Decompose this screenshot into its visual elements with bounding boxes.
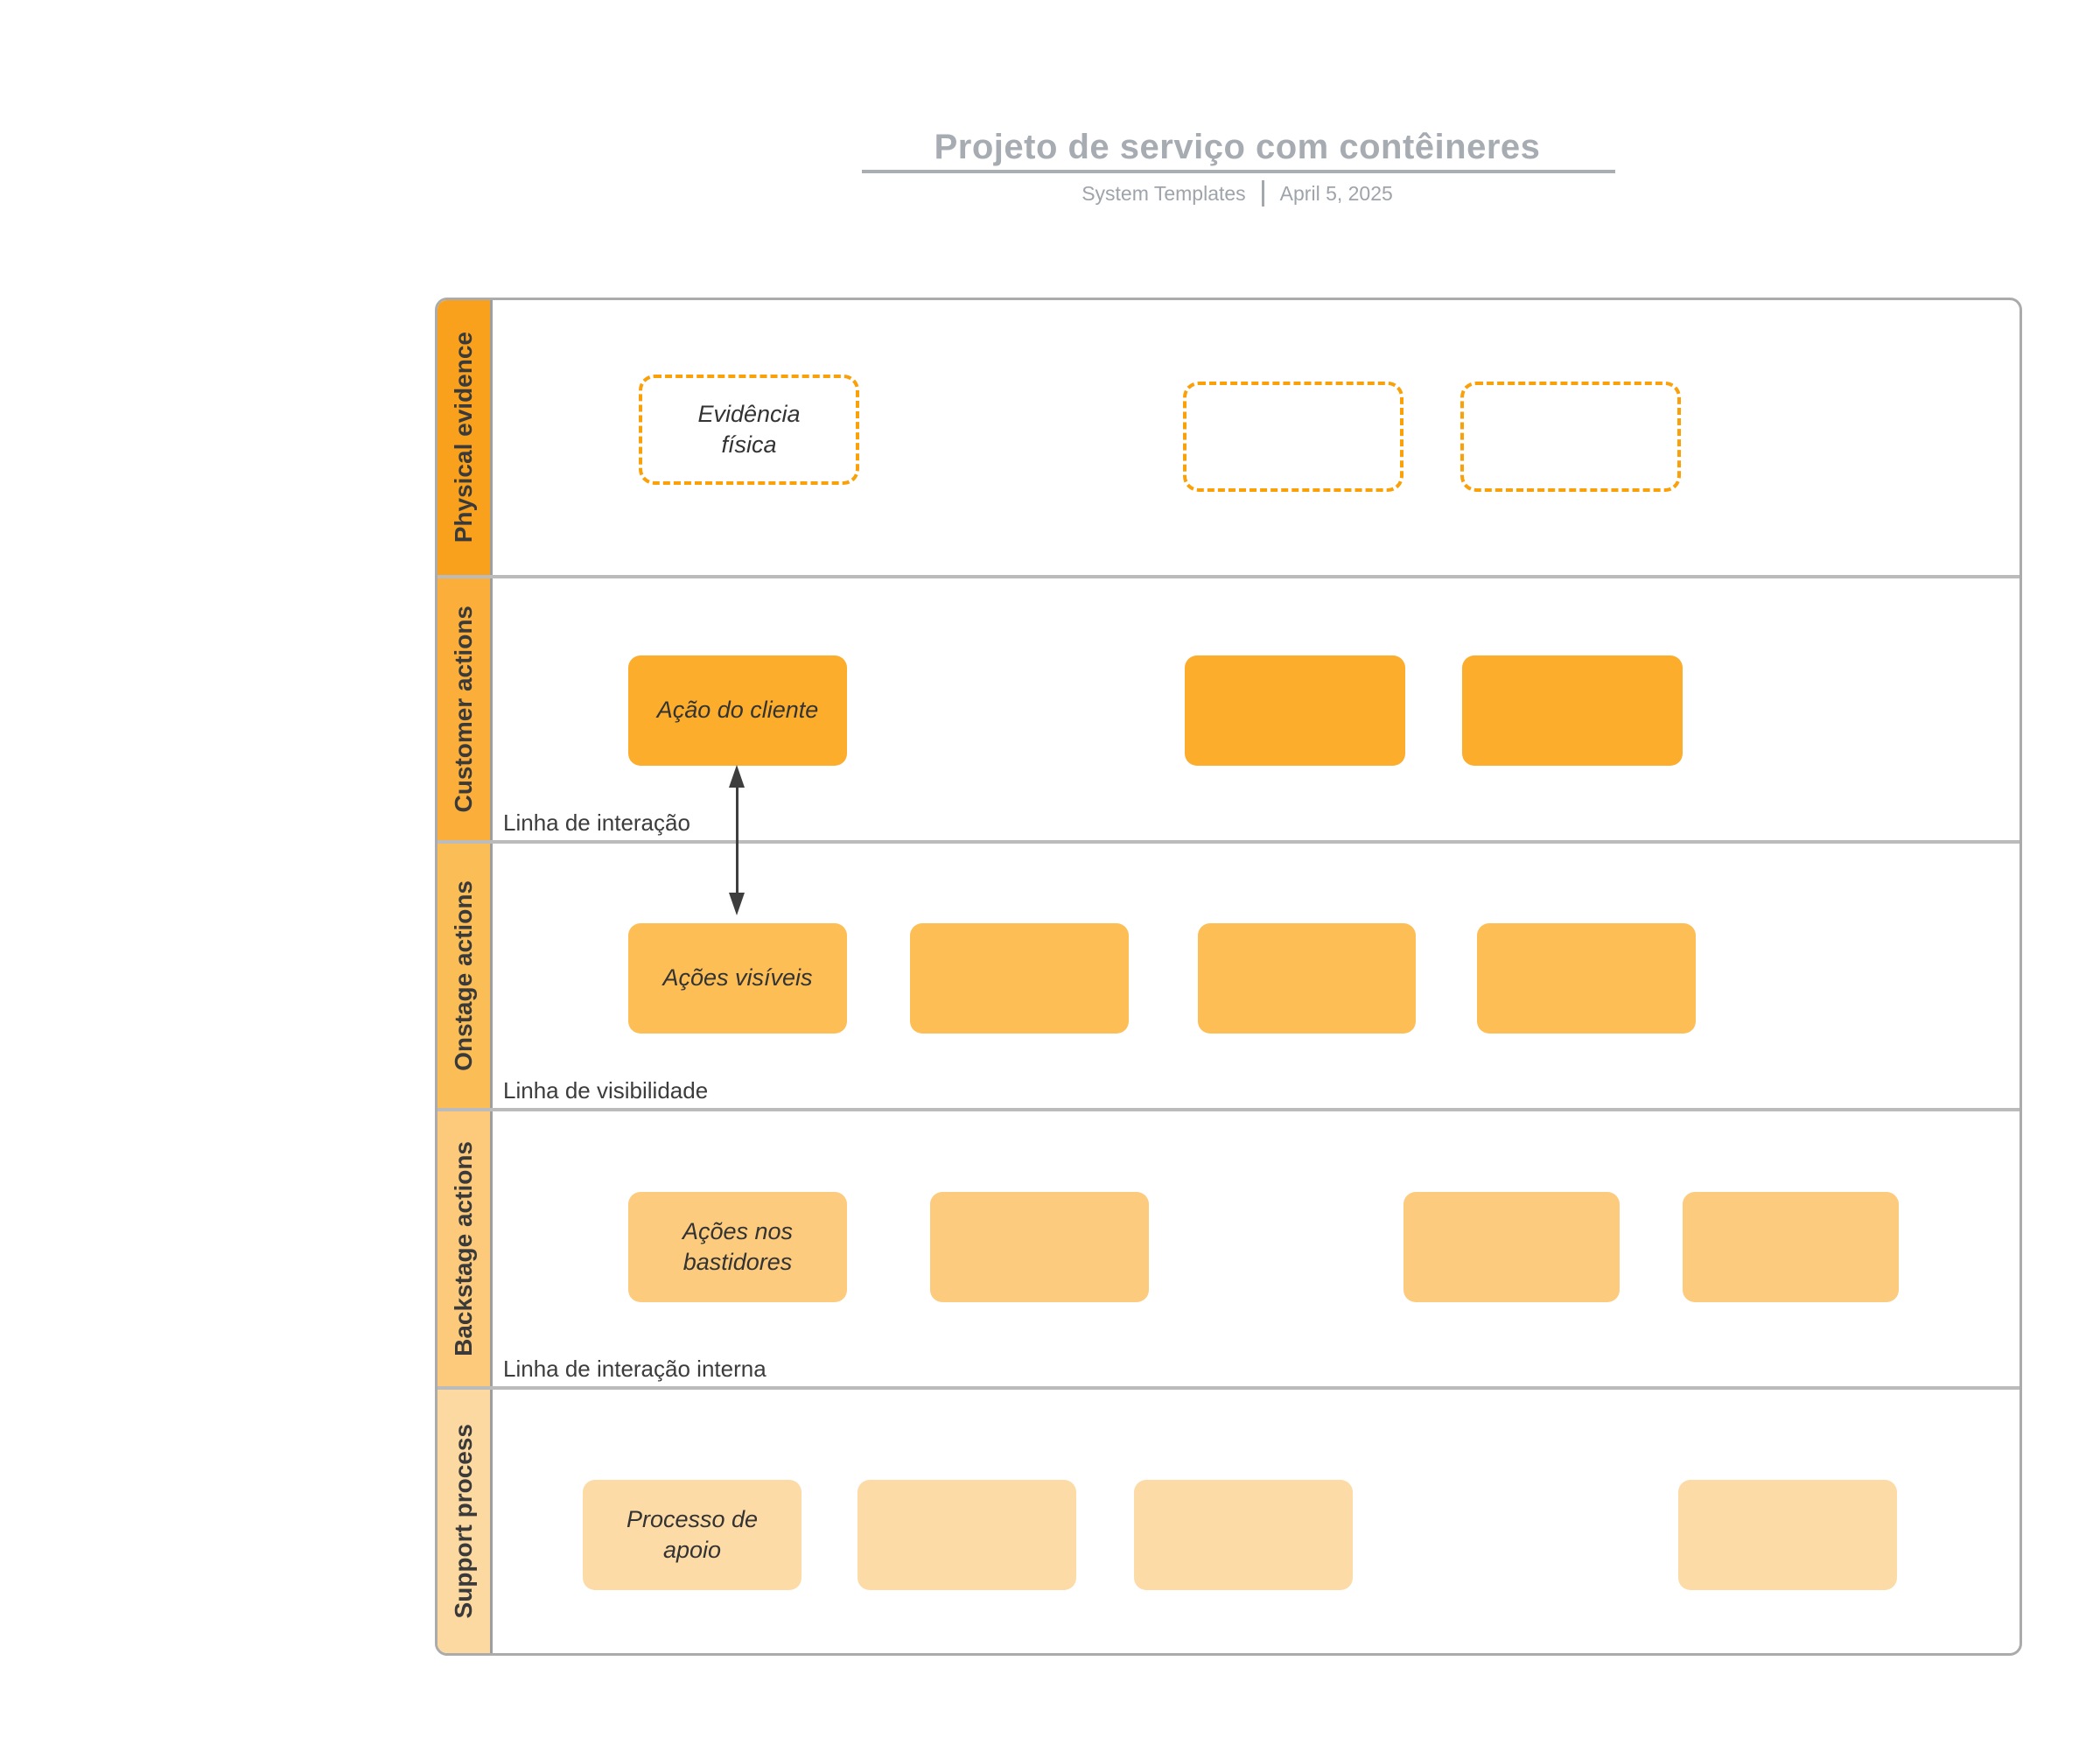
onstage-action-box-empty-3[interactable] — [1477, 923, 1696, 1034]
interaction-double-arrow[interactable] — [729, 765, 745, 915]
backstage-action-box-empty-1[interactable] — [930, 1192, 1149, 1302]
customer-action-box-empty-2[interactable] — [1462, 655, 1683, 766]
backstage-action-box[interactable]: Ações nos bastidores — [628, 1192, 847, 1302]
arrow-down-head-icon — [729, 893, 745, 915]
subtitle-date: April 5, 2025 — [1279, 181, 1393, 205]
row-label-customer-actions: Customer actions — [438, 578, 493, 840]
arrow-shaft — [735, 788, 738, 893]
line-of-visibility-label: Linha de visibilidade — [503, 1077, 709, 1104]
customer-action-box-empty-1[interactable] — [1185, 655, 1405, 766]
subtitle-separator — [1261, 180, 1264, 207]
subtitle-source: System Templates — [1082, 181, 1246, 205]
row-customer-actions: Customer actions Ação do cliente Linha d… — [438, 575, 2020, 840]
physical-evidence-box[interactable]: Evidência física — [639, 375, 859, 485]
support-process-box-empty-3[interactable] — [1678, 1480, 1897, 1590]
support-process-box-empty-2[interactable] — [1134, 1480, 1353, 1590]
page-title: Projeto de serviço com contêineres — [934, 128, 1541, 166]
title-underline — [862, 170, 1615, 173]
row-content-backstage-actions: Ações nos bastidores Linha de interação … — [493, 1111, 2020, 1386]
row-label-support-process: Support process — [438, 1390, 493, 1653]
physical-evidence-box-empty-1[interactable] — [1183, 382, 1404, 492]
support-process-box-empty-1[interactable] — [858, 1480, 1076, 1590]
backstage-action-box-empty-3[interactable] — [1683, 1192, 1899, 1302]
customer-action-box[interactable]: Ação do cliente — [628, 655, 847, 766]
arrow-up-head-icon — [729, 765, 745, 788]
line-of-interaction-label: Linha de interação — [503, 809, 690, 836]
row-content-support-process: Processo de apoio — [493, 1390, 2020, 1653]
row-onstage-actions: Onstage actions Ações visíveis Linha de … — [438, 840, 2020, 1108]
row-label-backstage-actions: Backstage actions — [438, 1111, 493, 1386]
row-content-onstage-actions: Ações visíveis Linha de visibilidade — [493, 844, 2020, 1108]
onstage-action-box-empty-2[interactable] — [1198, 923, 1416, 1034]
row-content-physical-evidence: Evidência física — [493, 300, 2020, 575]
onstage-action-box-empty-1[interactable] — [910, 923, 1129, 1034]
subtitle: System Templates April 5, 2025 — [712, 180, 1762, 207]
physical-evidence-box-empty-2[interactable] — [1460, 382, 1681, 492]
blueprint-container: Physical evidence Evidência física Custo… — [435, 298, 2022, 1656]
support-process-box[interactable]: Processo de apoio — [583, 1480, 802, 1590]
line-of-internal-interaction-label: Linha de interação interna — [503, 1356, 766, 1382]
row-physical-evidence: Physical evidence Evidência física — [438, 300, 2020, 575]
row-label-onstage-actions: Onstage actions — [438, 844, 493, 1108]
row-content-customer-actions: Ação do cliente Linha de interação — [493, 578, 2020, 840]
backstage-action-box-empty-2[interactable] — [1404, 1192, 1620, 1302]
onstage-action-box[interactable]: Ações visíveis — [628, 923, 847, 1034]
row-support-process: Support process Processo de apoio — [438, 1386, 2020, 1653]
row-backstage-actions: Backstage actions Ações nos bastidores L… — [438, 1108, 2020, 1386]
row-label-physical-evidence: Physical evidence — [438, 300, 493, 575]
